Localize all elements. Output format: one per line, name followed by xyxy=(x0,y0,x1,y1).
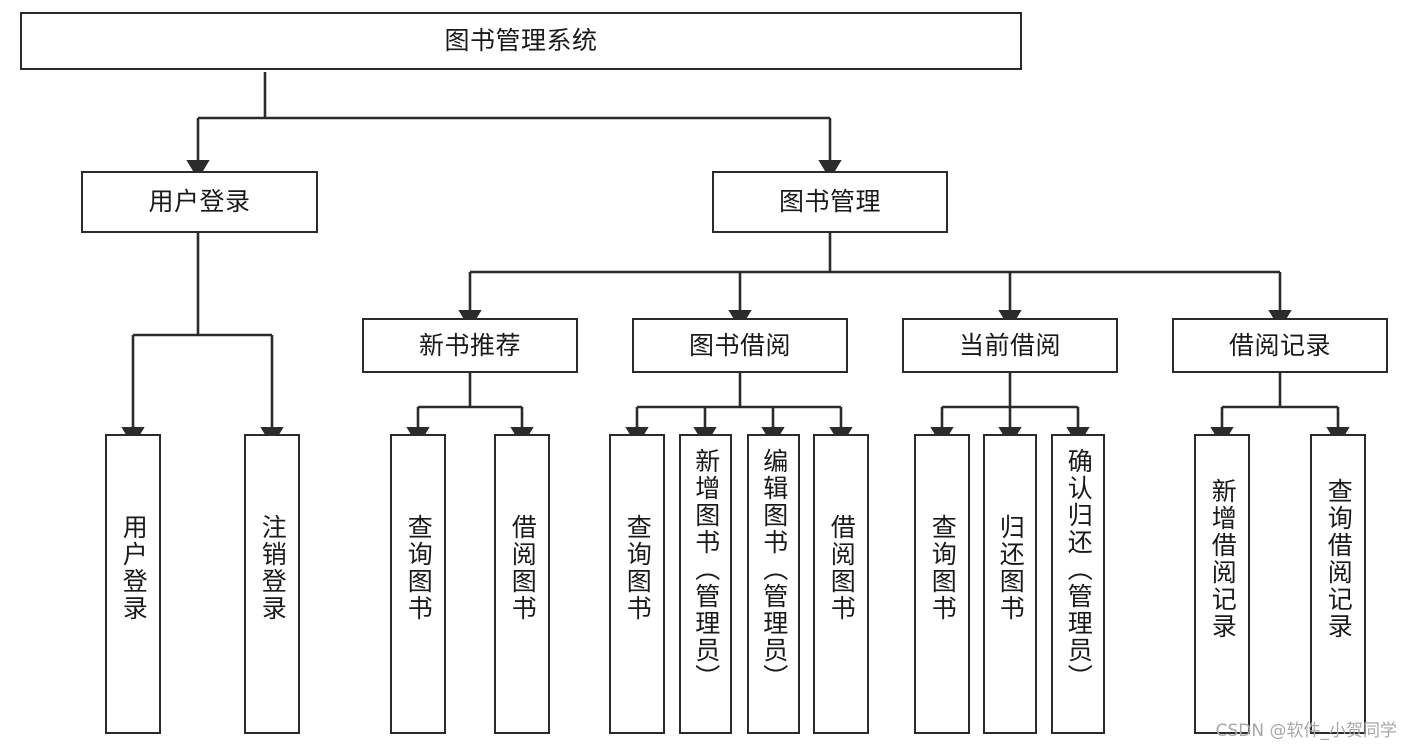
node-leaf-logout-label: 注销登录 xyxy=(258,514,288,622)
node-leaf-query-book-1[interactable]: 查询图书 xyxy=(390,434,446,734)
node-book-manage-label: 图书管理 xyxy=(778,187,881,217)
node-book-borrow-label: 图书借阅 xyxy=(688,330,791,360)
node-leaf-query-record-label: 查询借阅记录 xyxy=(1324,478,1354,640)
node-leaf-user-login-label: 用户登录 xyxy=(119,514,149,622)
node-leaf-borrow-book-2[interactable]: 借阅图书 xyxy=(813,434,869,734)
node-root-label: 图书管理系统 xyxy=(444,26,598,56)
node-borrow-record[interactable]: 借阅记录 xyxy=(1172,318,1388,373)
node-user-login-label: 用户登录 xyxy=(148,187,251,217)
node-current-borrow[interactable]: 当前借阅 xyxy=(902,318,1118,373)
node-root[interactable]: 图书管理系统 xyxy=(20,12,1022,70)
node-leaf-add-record[interactable]: 新增借阅记录 xyxy=(1194,434,1250,734)
node-leaf-add-record-label: 新增借阅记录 xyxy=(1208,478,1238,640)
node-leaf-add-book-label: 新增图书（管理员） xyxy=(691,448,721,691)
node-leaf-borrow-book-2-label: 借阅图书 xyxy=(827,514,857,622)
node-leaf-edit-book[interactable]: 编辑图书（管理员） xyxy=(747,434,800,734)
node-leaf-borrow-book-1[interactable]: 借阅图书 xyxy=(494,434,550,734)
node-new-book-rec[interactable]: 新书推荐 xyxy=(362,318,578,373)
node-leaf-query-book-1-label: 查询图书 xyxy=(404,514,434,622)
node-leaf-query-book-2[interactable]: 查询图书 xyxy=(609,434,665,734)
csdn-watermark: CSDN @软件_小贺同学 xyxy=(1215,721,1397,741)
node-leaf-confirm-return[interactable]: 确认归还（管理员） xyxy=(1051,434,1105,734)
node-leaf-return-book-label: 归还图书 xyxy=(996,514,1026,622)
node-leaf-query-book-3-label: 查询图书 xyxy=(928,514,958,622)
node-leaf-query-book-3[interactable]: 查询图书 xyxy=(914,434,970,734)
node-leaf-user-login[interactable]: 用户登录 xyxy=(105,434,161,734)
node-leaf-borrow-book-1-label: 借阅图书 xyxy=(508,514,538,622)
node-leaf-return-book[interactable]: 归还图书 xyxy=(983,434,1037,734)
node-leaf-query-book-2-label: 查询图书 xyxy=(623,514,653,622)
node-leaf-confirm-return-label: 确认归还（管理员） xyxy=(1064,448,1094,691)
node-new-book-rec-label: 新书推荐 xyxy=(418,330,521,360)
node-leaf-add-book[interactable]: 新增图书（管理员） xyxy=(679,434,732,734)
node-book-borrow[interactable]: 图书借阅 xyxy=(632,318,848,373)
node-borrow-record-label: 借阅记录 xyxy=(1228,330,1331,360)
node-book-manage[interactable]: 图书管理 xyxy=(712,171,948,233)
node-leaf-edit-book-label: 编辑图书（管理员） xyxy=(759,448,789,691)
node-current-borrow-label: 当前借阅 xyxy=(958,330,1061,360)
node-leaf-query-record[interactable]: 查询借阅记录 xyxy=(1310,434,1366,734)
node-user-login[interactable]: 用户登录 xyxy=(81,171,318,233)
node-leaf-logout[interactable]: 注销登录 xyxy=(244,434,300,734)
